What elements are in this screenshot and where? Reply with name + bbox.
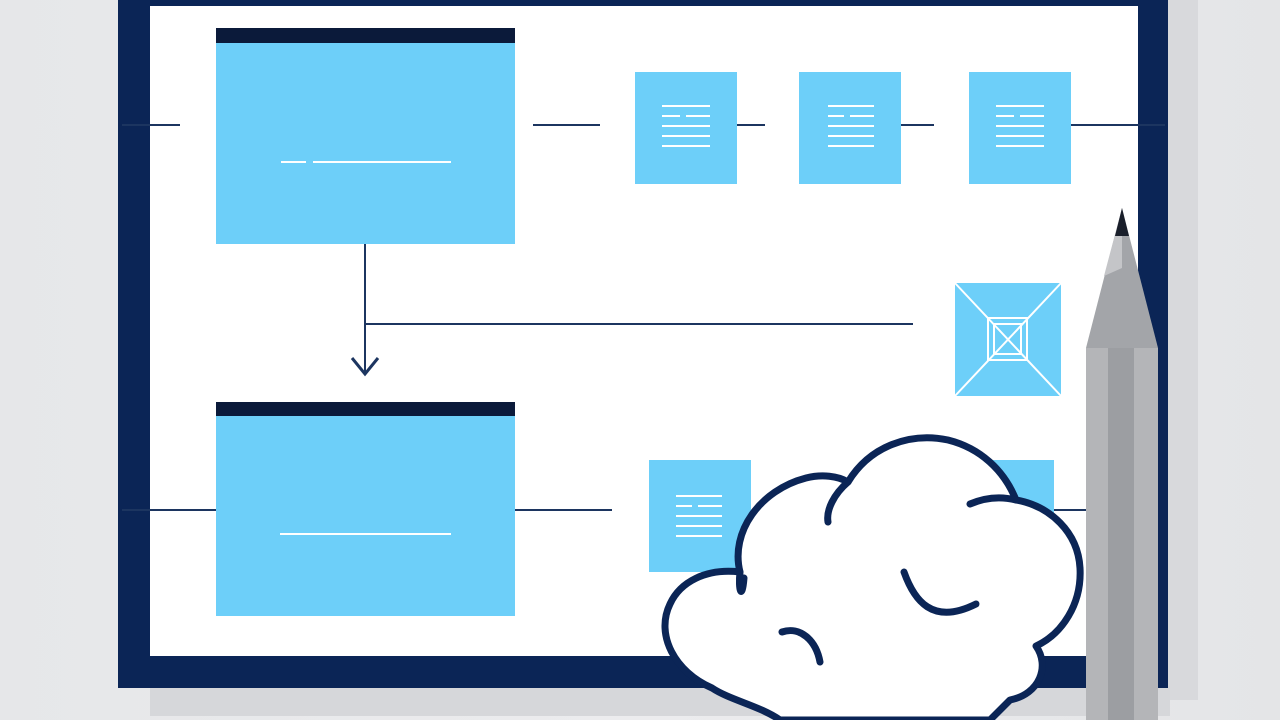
block-top-body bbox=[216, 28, 515, 244]
pencil-cone bbox=[1086, 208, 1158, 348]
node-top-1-body bbox=[635, 72, 737, 184]
node-top-3[interactable] bbox=[969, 72, 1071, 184]
block-bottom-header bbox=[216, 402, 515, 416]
pencil-cone-highlight bbox=[1104, 208, 1122, 276]
image-placeholder-icon[interactable] bbox=[953, 281, 1063, 398]
pencil-shade bbox=[1108, 348, 1134, 720]
node-top-2-text-lines bbox=[828, 105, 874, 147]
cloud-inner-strokes bbox=[736, 478, 1020, 666]
arrow-down-icon bbox=[350, 244, 380, 377]
cloud-outline bbox=[661, 434, 1084, 720]
block-bottom-body bbox=[216, 402, 515, 616]
board-side-shadow bbox=[1168, 0, 1198, 700]
node-top-1-text-lines bbox=[662, 105, 710, 147]
node-top-3-body bbox=[969, 72, 1071, 184]
block-top-header bbox=[216, 28, 515, 43]
image-node-cross bbox=[953, 281, 1063, 398]
pencil-icon[interactable] bbox=[1086, 208, 1158, 720]
node-top-1[interactable] bbox=[635, 72, 737, 184]
block-top[interactable] bbox=[216, 28, 515, 244]
node-top-2-body bbox=[799, 72, 901, 184]
node-top-2[interactable] bbox=[799, 72, 901, 184]
node-top-3-text-lines bbox=[996, 105, 1044, 147]
node-bottom-1[interactable] bbox=[649, 460, 751, 572]
block-bottom[interactable] bbox=[216, 402, 515, 616]
thought-cloud-icon[interactable] bbox=[661, 434, 1084, 720]
pencil-tip bbox=[1115, 208, 1129, 236]
node-bottom-1-text-lines bbox=[676, 495, 722, 537]
